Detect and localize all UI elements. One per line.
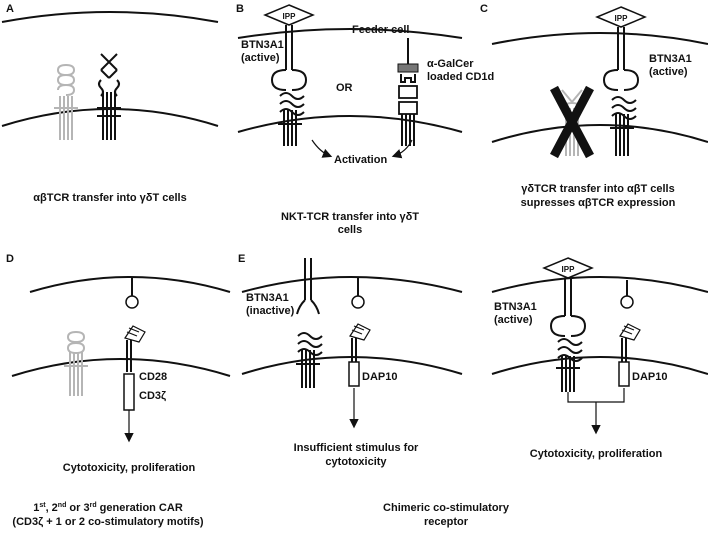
panel-a: A αβTCR transfer into γδT cells xyxy=(1,3,219,204)
ligand-icon xyxy=(620,280,634,309)
panel-e: E BTN3A1 (inactive) DAP10 xyxy=(238,253,463,468)
panel-e-result-line2: cytotoxicity xyxy=(325,456,387,468)
panel-d-caption-line2: (CD3ζ + 1 or 2 co-stimulatory motifs) xyxy=(12,516,204,528)
panel-e-letter: E xyxy=(238,253,245,265)
dap10-receptor-icon xyxy=(618,323,641,387)
left-activation-arrow-icon xyxy=(311,139,333,158)
panel-e-caption-line1: Chimeric co-stimulatory xyxy=(383,502,510,514)
btn3a1-label: BTN3A1 xyxy=(241,39,284,51)
grey-alphabeta-tcr-icon xyxy=(54,63,78,140)
dap10-label: DAP10 xyxy=(632,371,667,383)
ipp-label: IPP xyxy=(283,12,297,21)
suppressed-alphabeta-tcr-icon xyxy=(550,85,594,159)
dap10-label: DAP10 xyxy=(362,371,397,383)
panel-b-caption-line2: cells xyxy=(338,224,362,236)
btn3a1-active-icon xyxy=(602,27,640,91)
ligand-icon xyxy=(125,278,139,309)
feeder-membrane xyxy=(1,11,219,23)
panel-d-result: Cytotoxicity, proliferation xyxy=(63,462,196,474)
panel-d-caption-line1: 1st, 2nd or 3rd generation CAR xyxy=(33,502,183,514)
panel-c-letter: C xyxy=(480,3,488,15)
btn3a1-active-icon xyxy=(270,25,308,91)
panel-e-result-line1: Insufficient stimulus for xyxy=(294,442,419,454)
t-cell-membrane xyxy=(11,358,231,377)
btn3a1-label: BTN3A1 xyxy=(649,53,692,65)
panel-e-costim: IPP BTN3A1 (active) DAP10 Cytotoxi xyxy=(383,257,708,528)
btn3a1-state-label: (inactive) xyxy=(246,305,295,317)
panel-e-caption-line2: receptor xyxy=(424,516,469,528)
feeder-membrane xyxy=(237,28,463,39)
cd28-label: CD28 xyxy=(139,371,167,383)
dap10-receptor-icon xyxy=(348,323,371,387)
car-receptor-icon xyxy=(123,325,146,411)
target-membrane xyxy=(29,276,231,293)
ipp-label: IPP xyxy=(562,265,576,274)
panel-d: D CD28 CD3ζ Cytotoxicity, proliferation … xyxy=(6,253,231,528)
combined-signal-arrow-icon xyxy=(567,388,625,432)
ipp-label: IPP xyxy=(615,14,629,23)
cd1d-label-line2: loaded CD1d xyxy=(427,71,494,83)
btn3a1-state-label: (active) xyxy=(494,314,533,326)
btn3a1-state-label: (active) xyxy=(241,52,280,64)
panel-a-letter: A xyxy=(6,3,14,15)
panel-a-caption: αβTCR transfer into γδT cells xyxy=(33,192,186,204)
panel-d-letter: D xyxy=(6,253,14,265)
gammadelta-tcr-icon xyxy=(278,92,305,146)
activation-label: Activation xyxy=(334,154,387,166)
ligand-icon xyxy=(351,278,365,309)
gammadelta-tcr-icon xyxy=(610,96,637,156)
gammadelta-tcr-icon xyxy=(296,332,323,388)
btn3a1-inactive-icon xyxy=(296,258,320,315)
feeder-cell-label: Feeder cell xyxy=(352,24,409,36)
btn3a1-label: BTN3A1 xyxy=(494,301,537,313)
grey-alphabeta-tcr-icon xyxy=(64,330,88,396)
cd1d-label-line1: α-GalCer xyxy=(427,58,474,70)
btn3a1-state-label: (active) xyxy=(649,66,688,78)
t-cell-membrane xyxy=(491,124,708,143)
target-membrane xyxy=(491,276,708,293)
ipp-diamond-icon xyxy=(263,4,315,26)
panel-c-caption-line2: supresses αβTCR expression xyxy=(521,197,676,209)
t-cell-membrane xyxy=(237,115,463,133)
panel-e-right-result: Cytotoxicity, proliferation xyxy=(530,448,663,460)
panel-c: C IPP BTN3A1 (active) xyxy=(480,3,708,209)
cd1d-nkt-tcr-icon xyxy=(397,38,419,146)
target-membrane xyxy=(241,276,463,293)
gammadelta-tcr-icon xyxy=(556,338,583,392)
ipp-diamond-icon xyxy=(595,6,647,28)
or-label: OR xyxy=(336,82,353,94)
btn3a1-active-icon xyxy=(549,278,587,337)
btn3a1-label: BTN3A1 xyxy=(246,292,289,304)
black-gammadelta-tcr-icon xyxy=(97,53,121,140)
panel-c-caption-line1: γδTCR transfer into αβT cells xyxy=(521,183,674,195)
cd3z-label: CD3ζ xyxy=(139,390,166,402)
feeder-membrane xyxy=(491,32,708,45)
right-activation-arrow-icon xyxy=(391,139,413,159)
panel-b: B Feeder cell IPP BTN3A1 (active) OR xyxy=(236,3,494,236)
t-cell-membrane xyxy=(491,356,708,375)
panel-b-caption-line1: NKT-TCR transfer into γδT xyxy=(281,211,419,223)
panel-b-letter: B xyxy=(236,3,244,15)
ipp-diamond-icon xyxy=(542,257,594,279)
